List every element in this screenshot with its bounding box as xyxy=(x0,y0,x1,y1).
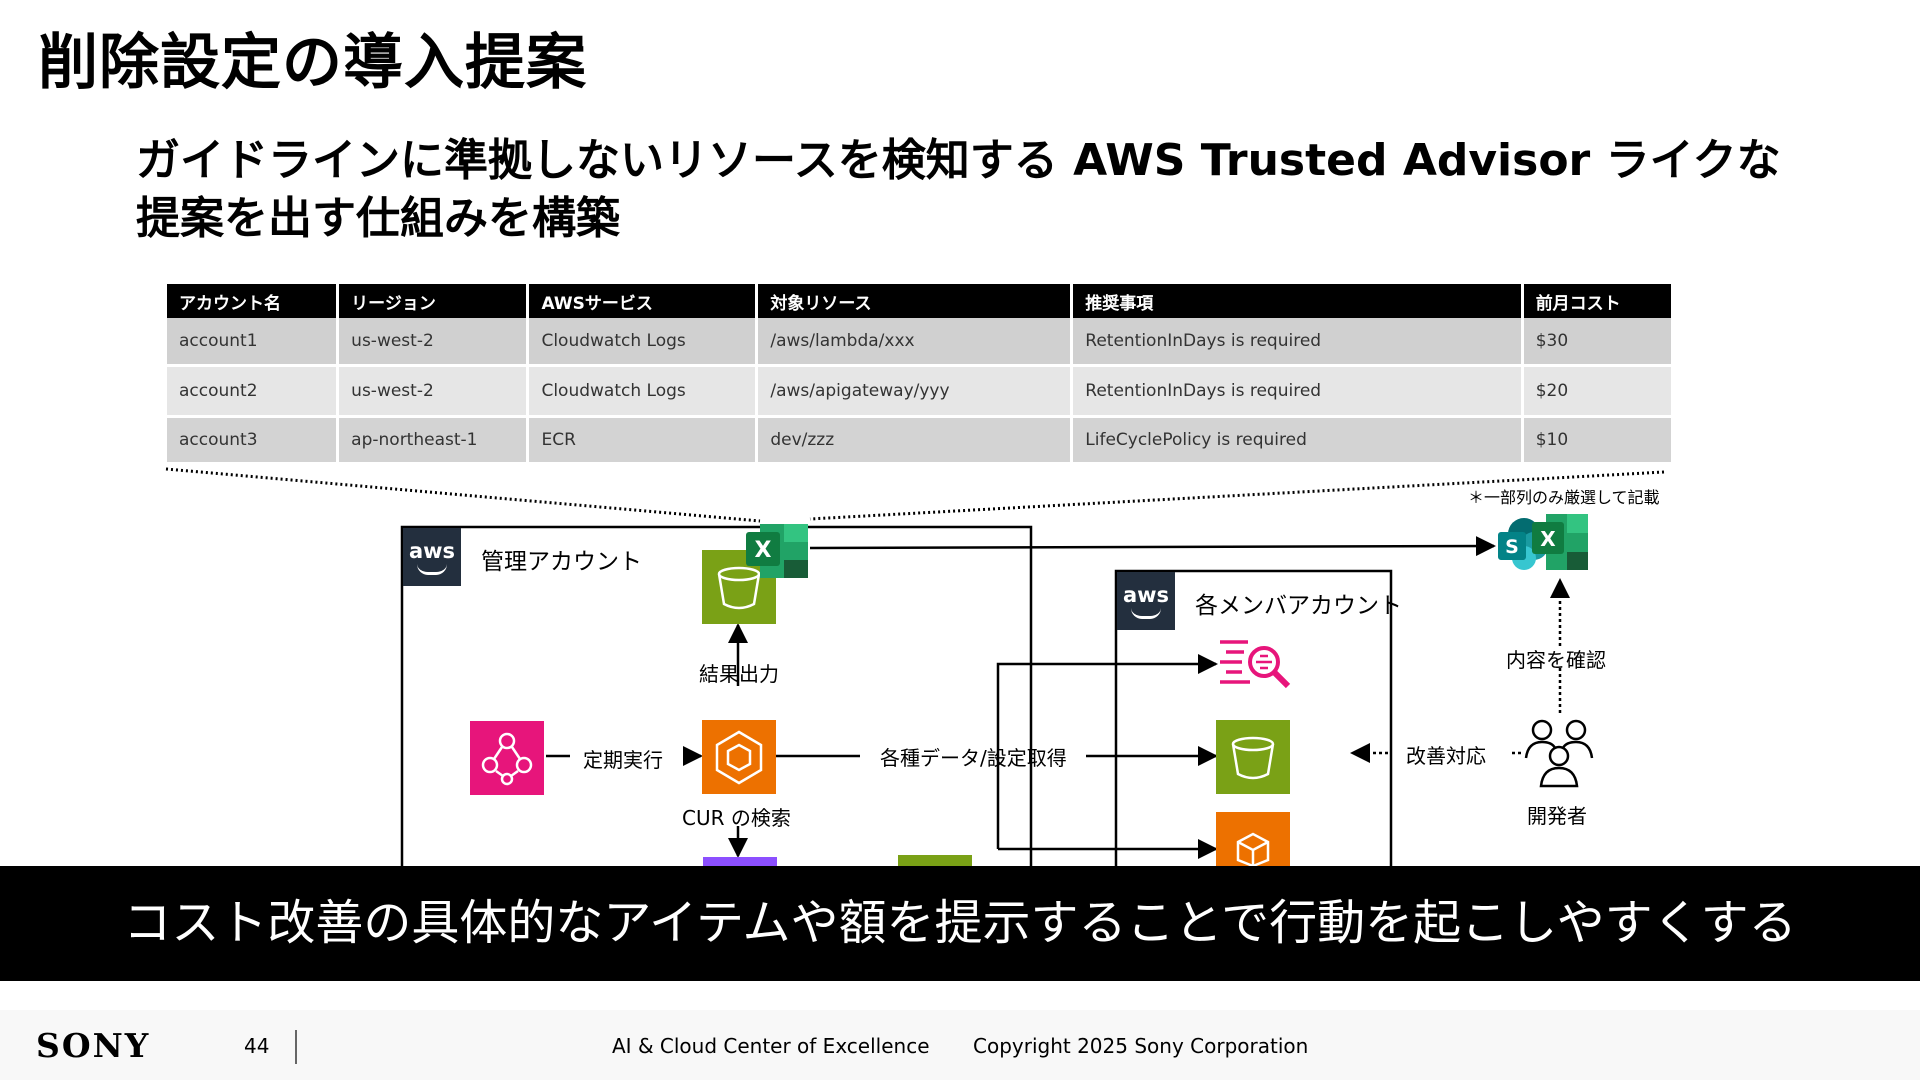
mgmt-account-border xyxy=(400,525,1033,866)
resource-table: アカウント名 リージョン AWSサービス 対象リソース 推奨事項 前月コスト a… xyxy=(164,284,1674,462)
excel-letter: X xyxy=(1540,527,1556,551)
table-note: ＊一部列のみ厳選して記載 xyxy=(1468,488,1660,507)
cell-region: us-west-2 xyxy=(339,318,527,364)
sharepoint-letter: S xyxy=(1505,536,1519,558)
col-header-resource: 対象リソース xyxy=(758,284,1071,318)
member-account-label: 各メンバアカウント xyxy=(1195,593,1402,619)
result-output-label: 結果出力 xyxy=(699,662,779,686)
page-subtitle: ガイドラインに準拠しないリソースを検知する AWS Trusted Adviso… xyxy=(136,132,1836,248)
cur-search-label: CUR の検索 xyxy=(682,806,791,830)
ecr-container-icon xyxy=(1216,812,1290,866)
developer-label: 開発者 xyxy=(1527,804,1587,828)
cell-recommendation: LifeCyclePolicy is required xyxy=(1073,415,1521,462)
callout-line-left xyxy=(165,467,761,523)
cell-recommendation: RetentionInDays is required xyxy=(1073,318,1521,364)
message-banner: コスト改善の具体的なアイテムや額を提示することで行動を起こしやすくする xyxy=(0,866,1920,981)
col-header-cost: 前月コスト xyxy=(1523,284,1671,318)
aws-logo-icon: aws xyxy=(403,528,461,586)
member-account-border xyxy=(1114,569,1393,866)
col-header-account: アカウント名 xyxy=(167,284,337,318)
cell-account: account2 xyxy=(167,364,337,415)
aws-logo-text: aws xyxy=(1122,583,1170,607)
excel-letter: X xyxy=(755,538,772,563)
cell-resource: /aws/apigateway/yyy xyxy=(758,364,1071,415)
cell-account: account1 xyxy=(167,318,337,364)
table-header-row: アカウント名 リージョン AWSサービス 対象リソース 推奨事項 前月コスト xyxy=(167,284,1671,318)
subtitle-line-1: ガイドラインに準拠しないリソースを検知する AWS Trusted Adviso… xyxy=(136,135,1781,186)
sharepoint-excel-icon: S X xyxy=(1498,514,1588,570)
footer-organization: AI & Cloud Center of Excellence xyxy=(612,1034,930,1058)
scheduled-run-label: 定期実行 xyxy=(583,748,663,772)
cell-recommendation: RetentionInDays is required xyxy=(1073,364,1521,415)
sony-logo: SONY xyxy=(36,1026,151,1065)
cell-region: ap-northeast-1 xyxy=(339,415,527,462)
page-number: 44 xyxy=(244,1034,270,1058)
athena-icon xyxy=(703,857,777,866)
table-row: account1 us-west-2 Cloudwatch Logs /aws/… xyxy=(167,318,1671,364)
cell-region: us-west-2 xyxy=(339,364,527,415)
excel-file-icon: X xyxy=(746,524,808,578)
data-fetch-label: 各種データ/設定取得 xyxy=(880,746,1067,770)
compute-service-icon xyxy=(702,720,776,794)
s3-bucket-icon xyxy=(898,855,972,866)
confirm-label: 内容を確認 xyxy=(1506,648,1606,672)
aws-logo-text: aws xyxy=(408,539,456,563)
col-header-service: AWSサービス xyxy=(529,284,756,318)
cell-service: Cloudwatch Logs xyxy=(529,364,756,415)
footer-copyright: Copyright 2025 Sony Corporation xyxy=(973,1034,1309,1058)
cell-resource: dev/zzz xyxy=(758,415,1071,462)
col-header-recommendation: 推奨事項 xyxy=(1073,284,1521,318)
cell-service: ECR xyxy=(529,415,756,462)
cell-cost: $30 xyxy=(1523,318,1671,364)
col-header-region: リージョン xyxy=(339,284,527,318)
logs-insights-icon xyxy=(1220,640,1291,689)
eventbridge-icon xyxy=(470,721,544,795)
footer-divider xyxy=(295,1030,297,1064)
cell-account: account3 xyxy=(167,415,337,462)
cell-resource: /aws/lambda/xxx xyxy=(758,318,1071,364)
subtitle-line-2: 提案を出す仕組みを構築 xyxy=(136,193,620,244)
arrow-fetch-top xyxy=(996,654,1218,849)
page-title: 削除設定の導入提案 xyxy=(38,28,587,98)
mgmt-account-label: 管理アカウント xyxy=(481,549,642,575)
cell-cost: $10 xyxy=(1523,415,1671,462)
table-row: account2 us-west-2 Cloudwatch Logs /aws/… xyxy=(167,364,1671,415)
footer-bar xyxy=(0,1010,1920,1080)
arrow-to-sharepoint xyxy=(809,536,1496,557)
developers-icon xyxy=(1524,719,1594,788)
cell-cost: $20 xyxy=(1523,364,1671,415)
cell-service: Cloudwatch Logs xyxy=(529,318,756,364)
table-row: account3 ap-northeast-1 ECR dev/zzz Life… xyxy=(167,415,1671,462)
s3-bucket-icon xyxy=(1216,720,1290,794)
aws-logo-icon: aws xyxy=(1117,572,1175,630)
improve-label: 改善対応 xyxy=(1406,744,1486,768)
